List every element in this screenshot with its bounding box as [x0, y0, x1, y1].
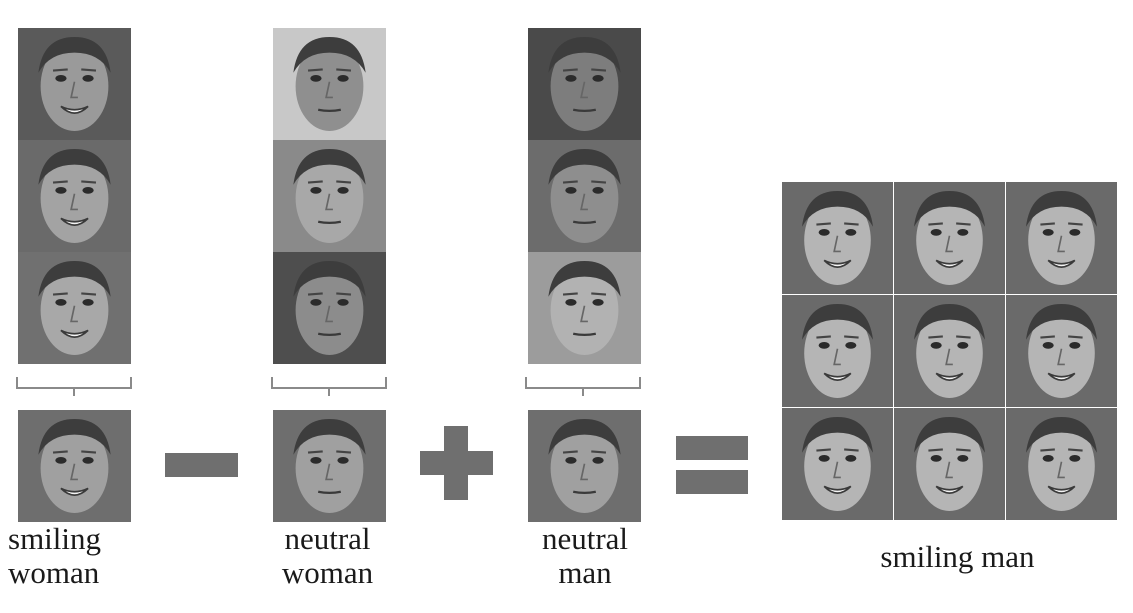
- smiling-man-face: [782, 295, 893, 407]
- label-neutral-man: neutral man: [525, 522, 645, 590]
- label-line: man: [558, 555, 612, 590]
- equals-operator-top: [676, 436, 748, 460]
- group-bracket: [16, 377, 132, 396]
- smiling-man-face: [1006, 408, 1117, 520]
- smiling-woman-face: [18, 140, 131, 252]
- smiling-man-face: [1006, 295, 1117, 407]
- smiling-man-face: [894, 182, 1005, 294]
- neutral-man-face: [528, 140, 641, 252]
- label-line: smiling: [8, 521, 102, 556]
- label-line: neutral: [284, 521, 371, 556]
- smiling-man-face: [782, 408, 893, 520]
- plus-operator-vertical: [444, 426, 468, 500]
- neutral-woman-face: [273, 252, 386, 364]
- label-line: smiling man: [880, 539, 1035, 574]
- smiling-man-face: [894, 295, 1005, 407]
- smiling-man-face: [894, 408, 1005, 520]
- label-line: woman: [8, 555, 100, 590]
- equals-operator-bottom: [676, 470, 748, 494]
- label-neutral-woman: neutral woman: [265, 522, 390, 590]
- label-line: neutral: [541, 521, 629, 556]
- group-bracket: [271, 377, 387, 396]
- label-smiling-man: smiling man: [790, 540, 1125, 574]
- group-bracket: [525, 377, 641, 396]
- smiling-woman-face-average: [18, 410, 131, 522]
- neutral-man-face: [528, 28, 641, 140]
- label-smiling-woman: smiling woman: [8, 522, 123, 590]
- smiling-man-face: [1006, 182, 1117, 294]
- neutral-woman-face: [273, 28, 386, 140]
- neutral-man-face-average: [528, 410, 641, 522]
- neutral-woman-face: [273, 140, 386, 252]
- minus-operator: [165, 453, 238, 477]
- smiling-man-face: [782, 182, 893, 294]
- smiling-woman-face: [18, 252, 131, 364]
- smiling-woman-face: [18, 28, 131, 140]
- neutral-man-face: [528, 252, 641, 364]
- neutral-woman-face-average: [273, 410, 386, 522]
- label-line: woman: [281, 555, 374, 590]
